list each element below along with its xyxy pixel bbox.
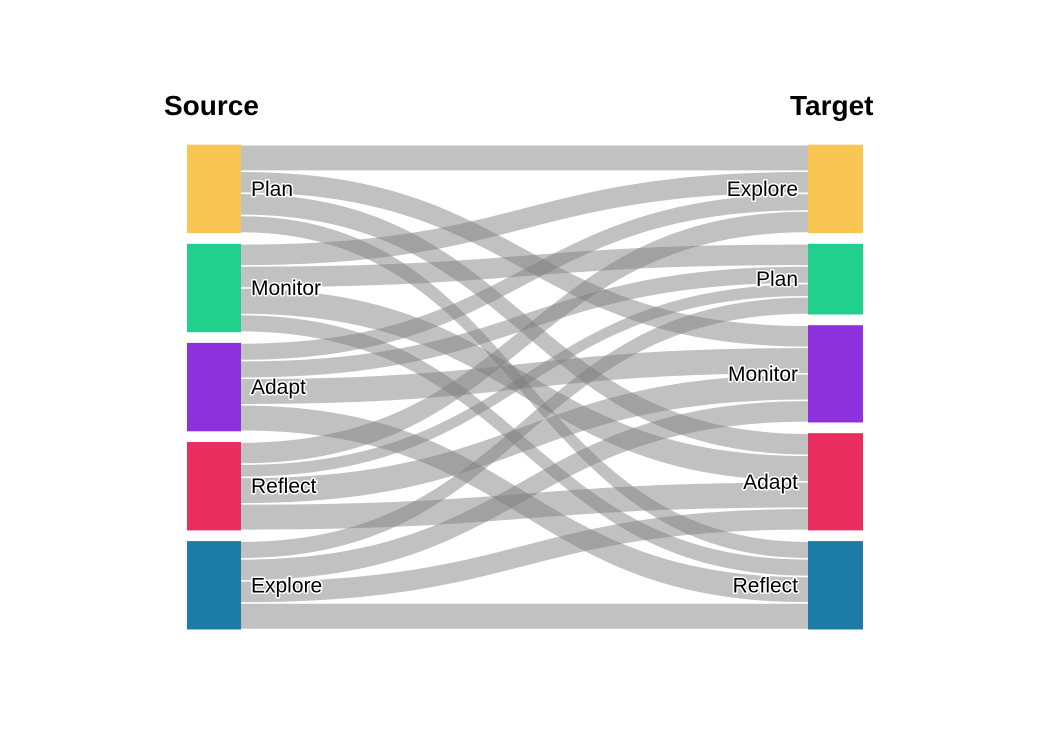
flow-explore-to-monitor [241,401,808,581]
flow-plan-to-adapt [241,194,808,455]
target-node-plan [808,243,863,315]
source-label-monitor: Monitor [251,277,321,300]
flow-plan-to-explore [241,145,808,171]
flow-adapt-to-explore [241,194,808,360]
target-label-reflect: Reflect [733,574,799,597]
source-node-adapt [187,342,241,432]
flow-explore-to-adapt [241,509,808,603]
flow-explore-to-plan [241,297,808,558]
target-label-explore: Explore [727,178,798,201]
source-label-explore: Explore [251,574,322,597]
flow-reflect-to-explore [241,211,808,464]
target-node-adapt [808,433,863,531]
flow-reflect-to-plan [241,284,808,477]
target-node-explore [808,144,863,234]
flow-reflect-to-monitor [241,374,808,504]
source-label-plan: Plan [251,178,293,201]
source-node-reflect [187,442,241,531]
source-node-plan [187,144,241,234]
flow-monitor-to-reflect [241,315,808,576]
source-node-explore [187,541,241,630]
target-node-reflect [808,541,863,630]
source-column-title: Source [164,90,259,121]
source-label-adapt: Adapt [251,376,306,399]
target-label-adapt: Adapt [743,471,798,494]
source-node-monitor [187,243,241,333]
flow-reflect-to-adapt [241,482,808,530]
flow-monitor-to-adapt [241,288,808,481]
flow-monitor-to-explore [241,172,808,266]
flow-plan-to-monitor [241,172,808,347]
source-label-reflect: Reflect [251,475,317,498]
target-column-title: Target [790,90,874,121]
target-label-plan: Plan [756,268,798,291]
target-label-monitor: Monitor [728,363,798,386]
flow-monitor-to-plan [241,244,808,288]
target-node-monitor [808,325,863,423]
flow-plan-to-reflect [241,216,808,558]
flow-adapt-to-monitor [241,348,808,404]
flow-explore-to-reflect [241,603,808,629]
flow-adapt-to-reflect [241,405,808,603]
flow-adapt-to-plan [241,266,808,378]
